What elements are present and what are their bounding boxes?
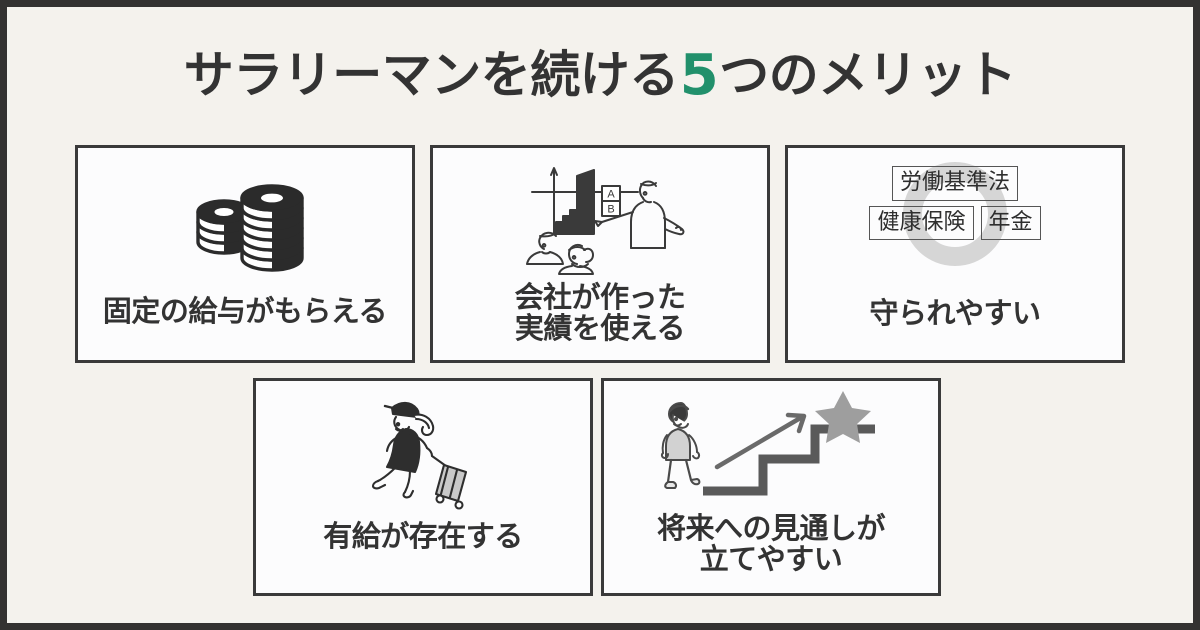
presentation-people-icon: A B: [433, 148, 767, 276]
legal-box-pension: 年金: [980, 205, 1041, 241]
card-caption: 会社が作った 実績を使える: [514, 280, 686, 346]
svg-text:A: A: [607, 189, 615, 201]
card-caption: 守られやすい: [869, 296, 1041, 330]
svg-text:B: B: [607, 204, 614, 216]
stairs-star-icon: [604, 381, 938, 509]
card-legal-protection: 労働基準法 健康保険 年金 守られやすい: [785, 145, 1125, 363]
card-fixed-salary: 固定の給与がもらえる: [75, 145, 415, 363]
poster-canvas: サラリーマンを続ける5つのメリット: [7, 7, 1193, 623]
card-caption: 将来への見通しが 立てやすい: [656, 511, 886, 577]
page-title: サラリーマンを続ける5つのメリット: [7, 45, 1193, 107]
card-caption: 固定の給与がもらえる: [102, 294, 388, 328]
card-caption: 有給が存在する: [323, 519, 523, 553]
legal-shield-icon: 労働基準法 健康保険 年金: [788, 148, 1122, 288]
legal-box-health-insurance: 健康保険: [869, 205, 974, 241]
woman-suitcase-icon: [256, 381, 590, 513]
legal-box-labor-law: 労働基準法: [891, 166, 1018, 201]
title-number: 5: [679, 43, 719, 108]
title-lead: サラリーマンを続ける: [183, 46, 680, 104]
card-company-track-record: A B: [430, 145, 770, 363]
coin-stacks-icon: [78, 148, 412, 286]
card-paid-leave: 有給が存在する: [253, 378, 593, 596]
card-future-outlook: 将来への見通しが 立てやすい: [601, 378, 941, 596]
title-tail: つのメリット: [719, 46, 1017, 104]
